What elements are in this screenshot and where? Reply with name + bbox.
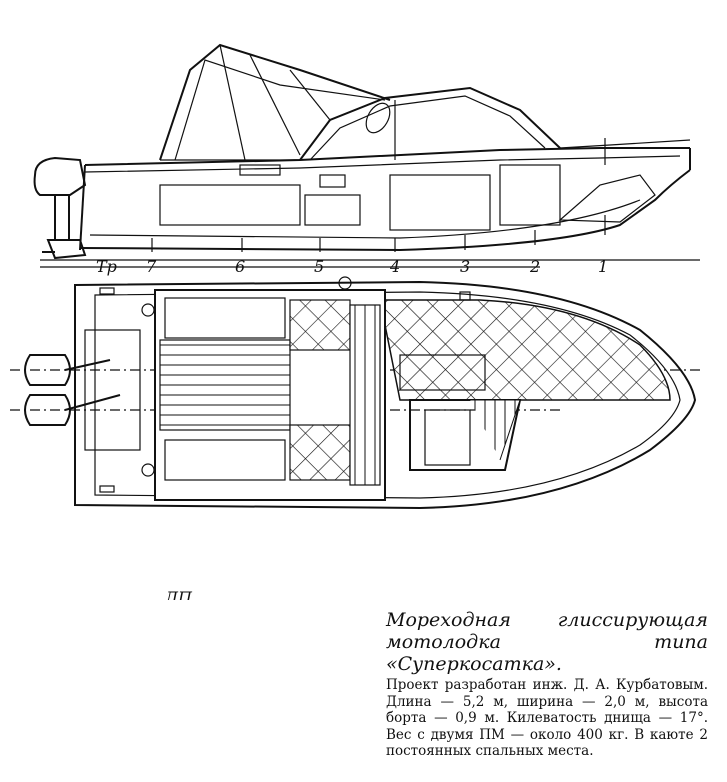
cleat-mid-port [338, 276, 352, 290]
seat-top-lower [289, 424, 351, 481]
bow-rail [559, 139, 691, 149]
fitting-2 [99, 485, 115, 493]
hull-keel [79, 169, 691, 252]
bow-plating [558, 174, 656, 223]
cabin-berth [499, 164, 561, 226]
canopy-bow-2 [249, 54, 301, 156]
cabin-bulkhead [389, 174, 491, 231]
outboard-motor [33, 156, 87, 260]
canopy-bow-1 [219, 44, 246, 161]
station-label-1: 1 [598, 257, 608, 276]
cabin-door-plan [424, 409, 471, 466]
seat-cushion [319, 174, 346, 188]
cabin-side [470, 399, 521, 461]
station-ticks [151, 215, 606, 252]
hatch [239, 164, 281, 176]
transom-label: Тр [96, 257, 117, 276]
plan-deck-edge [94, 291, 681, 499]
cleat-stern-stbd [141, 463, 155, 477]
foredeck-nonslip [379, 299, 671, 401]
motor-plan-top [24, 354, 71, 386]
section-view: ДП ОЛ Тр 5 1 2 3 4 [164, 588, 193, 600]
cabin-window [309, 95, 546, 161]
chine [89, 199, 641, 239]
rubbing-strake [84, 155, 681, 173]
cleat-stern-port [141, 303, 155, 317]
motor-leg [54, 194, 70, 241]
console-box [304, 194, 361, 226]
locker-lower [164, 439, 286, 481]
canopy-bow-3 [289, 69, 331, 121]
cabin-roof [299, 86, 561, 161]
station-label-3: 3 [460, 257, 470, 276]
station-label-6: 6 [235, 257, 245, 276]
steering-wheel [365, 102, 391, 134]
fitting-1 [99, 287, 115, 295]
plan-hull [74, 280, 697, 510]
cockpit-floor [159, 339, 291, 431]
side-view: Тр 7 6 5 4 3 2 1 [33, 43, 700, 276]
plan-view [10, 276, 700, 510]
station-label-5: 5 [314, 257, 324, 276]
fitting-3 [459, 291, 471, 301]
canopy-outline [159, 43, 391, 161]
caption-title: Мореходная глиссирующая мотолодка типа «… [386, 609, 708, 675]
locker-upper [164, 297, 286, 339]
cabin-hatch [399, 354, 486, 391]
station-label-7: 7 [146, 257, 157, 276]
hull-sheer [84, 147, 690, 166]
seat-top-upper [289, 299, 351, 351]
cockpit-sole-fwd [349, 304, 381, 486]
cockpit-seat [159, 184, 301, 226]
dp-label: ДП [164, 588, 193, 600]
tiller-bottom [64, 394, 121, 411]
canopy-frame-1 [174, 59, 386, 161]
motor-well [84, 329, 141, 451]
boat-drawing: Тр 7 6 5 4 3 2 1 [10, 43, 700, 600]
station-label-2: 2 [529, 257, 540, 276]
caption-body: Проект разработан инж. Д. А. Курбатовым.… [386, 677, 708, 759]
tiller-top [64, 359, 111, 371]
motor-cowling [33, 156, 87, 196]
station-label-4: 4 [389, 257, 400, 276]
motor-plan-bottom [24, 394, 71, 426]
